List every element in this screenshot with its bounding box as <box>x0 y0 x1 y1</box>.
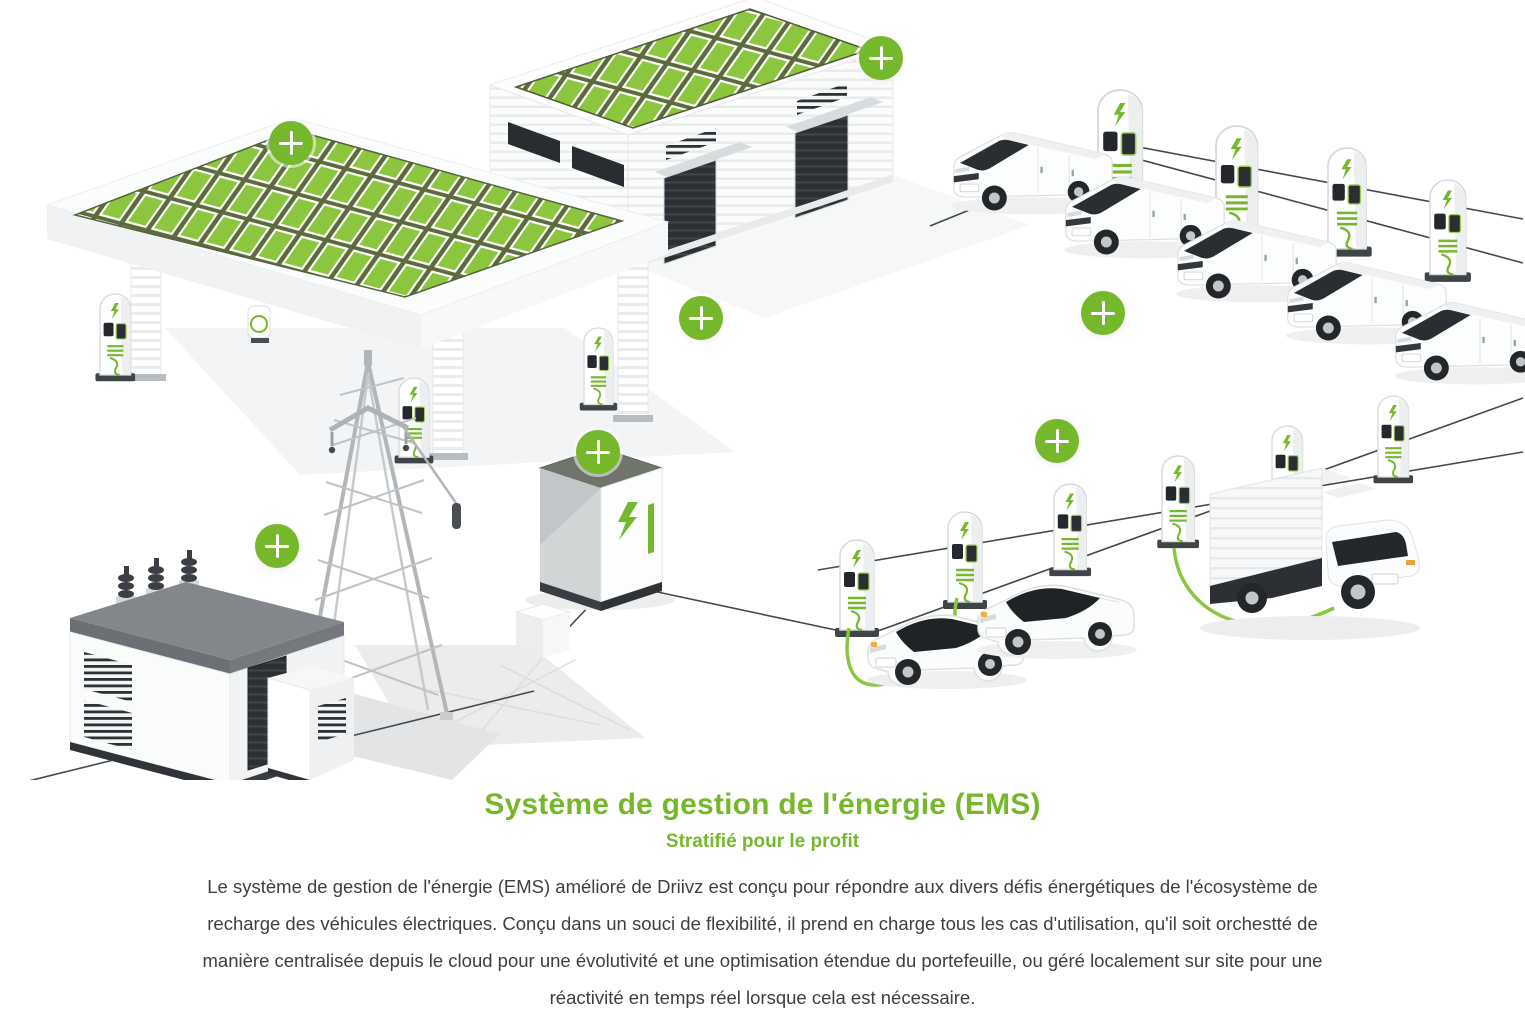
plus-icon <box>869 46 893 70</box>
plus-icon <box>689 306 713 330</box>
hotspot-van-fleet-charging[interactable] <box>1081 291 1125 335</box>
hotspot-solar-carport[interactable] <box>269 121 313 165</box>
hotspot-grid-transformer[interactable] <box>255 524 299 568</box>
transformer-vent <box>84 700 132 750</box>
hotspot-layer <box>255 36 1125 568</box>
charging-plaza <box>833 394 1420 690</box>
junction-cube <box>514 603 572 658</box>
door-awning <box>786 97 883 132</box>
battery-storage-unit <box>525 447 675 611</box>
lightning-bolt-icon <box>618 502 638 540</box>
truck-windshield <box>1332 532 1408 566</box>
hotspot-car-charging-plaza[interactable] <box>1035 419 1079 463</box>
carport-pillar <box>617 249 649 419</box>
transformer-aux-box <box>267 666 354 780</box>
illustration-canvas <box>29 0 1525 780</box>
warehouse-rollup-door <box>794 114 849 219</box>
solar-carport <box>45 117 670 465</box>
carport-solar-panels <box>72 129 625 298</box>
hotspot-battery-storage[interactable] <box>576 430 620 474</box>
warehouse-building <box>488 0 895 270</box>
insulator <box>452 503 461 529</box>
warehouse-vent-grille <box>797 83 847 115</box>
page-subtitle: Stratifié pour le profit <box>665 831 860 852</box>
warehouse-window <box>572 146 624 187</box>
plus-icon <box>1045 429 1069 453</box>
hotspot-warehouse-rooftop-solar[interactable] <box>859 36 903 80</box>
warehouse-window <box>508 122 560 163</box>
transformer-station <box>69 550 354 780</box>
hanging-charger <box>247 305 271 343</box>
hotspot-carport-charging[interactable] <box>679 296 723 340</box>
door-awning <box>655 142 752 177</box>
plus-icon <box>586 440 610 464</box>
plus-icon <box>1091 301 1115 325</box>
electric-truck <box>1200 467 1420 640</box>
warehouse-vent-grille <box>666 128 716 160</box>
caption-section: Système de gestion de l'énergie (EMS) St… <box>0 788 1525 1016</box>
page-title: Système de gestion de l'énergie (EMS) <box>484 788 1041 821</box>
description-paragraph: Le système de gestion de l'énergie (EMS)… <box>202 876 1323 1008</box>
transformer-vent <box>84 652 132 702</box>
plus-icon <box>265 534 289 558</box>
ems-illustration <box>29 0 1525 780</box>
plus-icon <box>279 131 303 155</box>
